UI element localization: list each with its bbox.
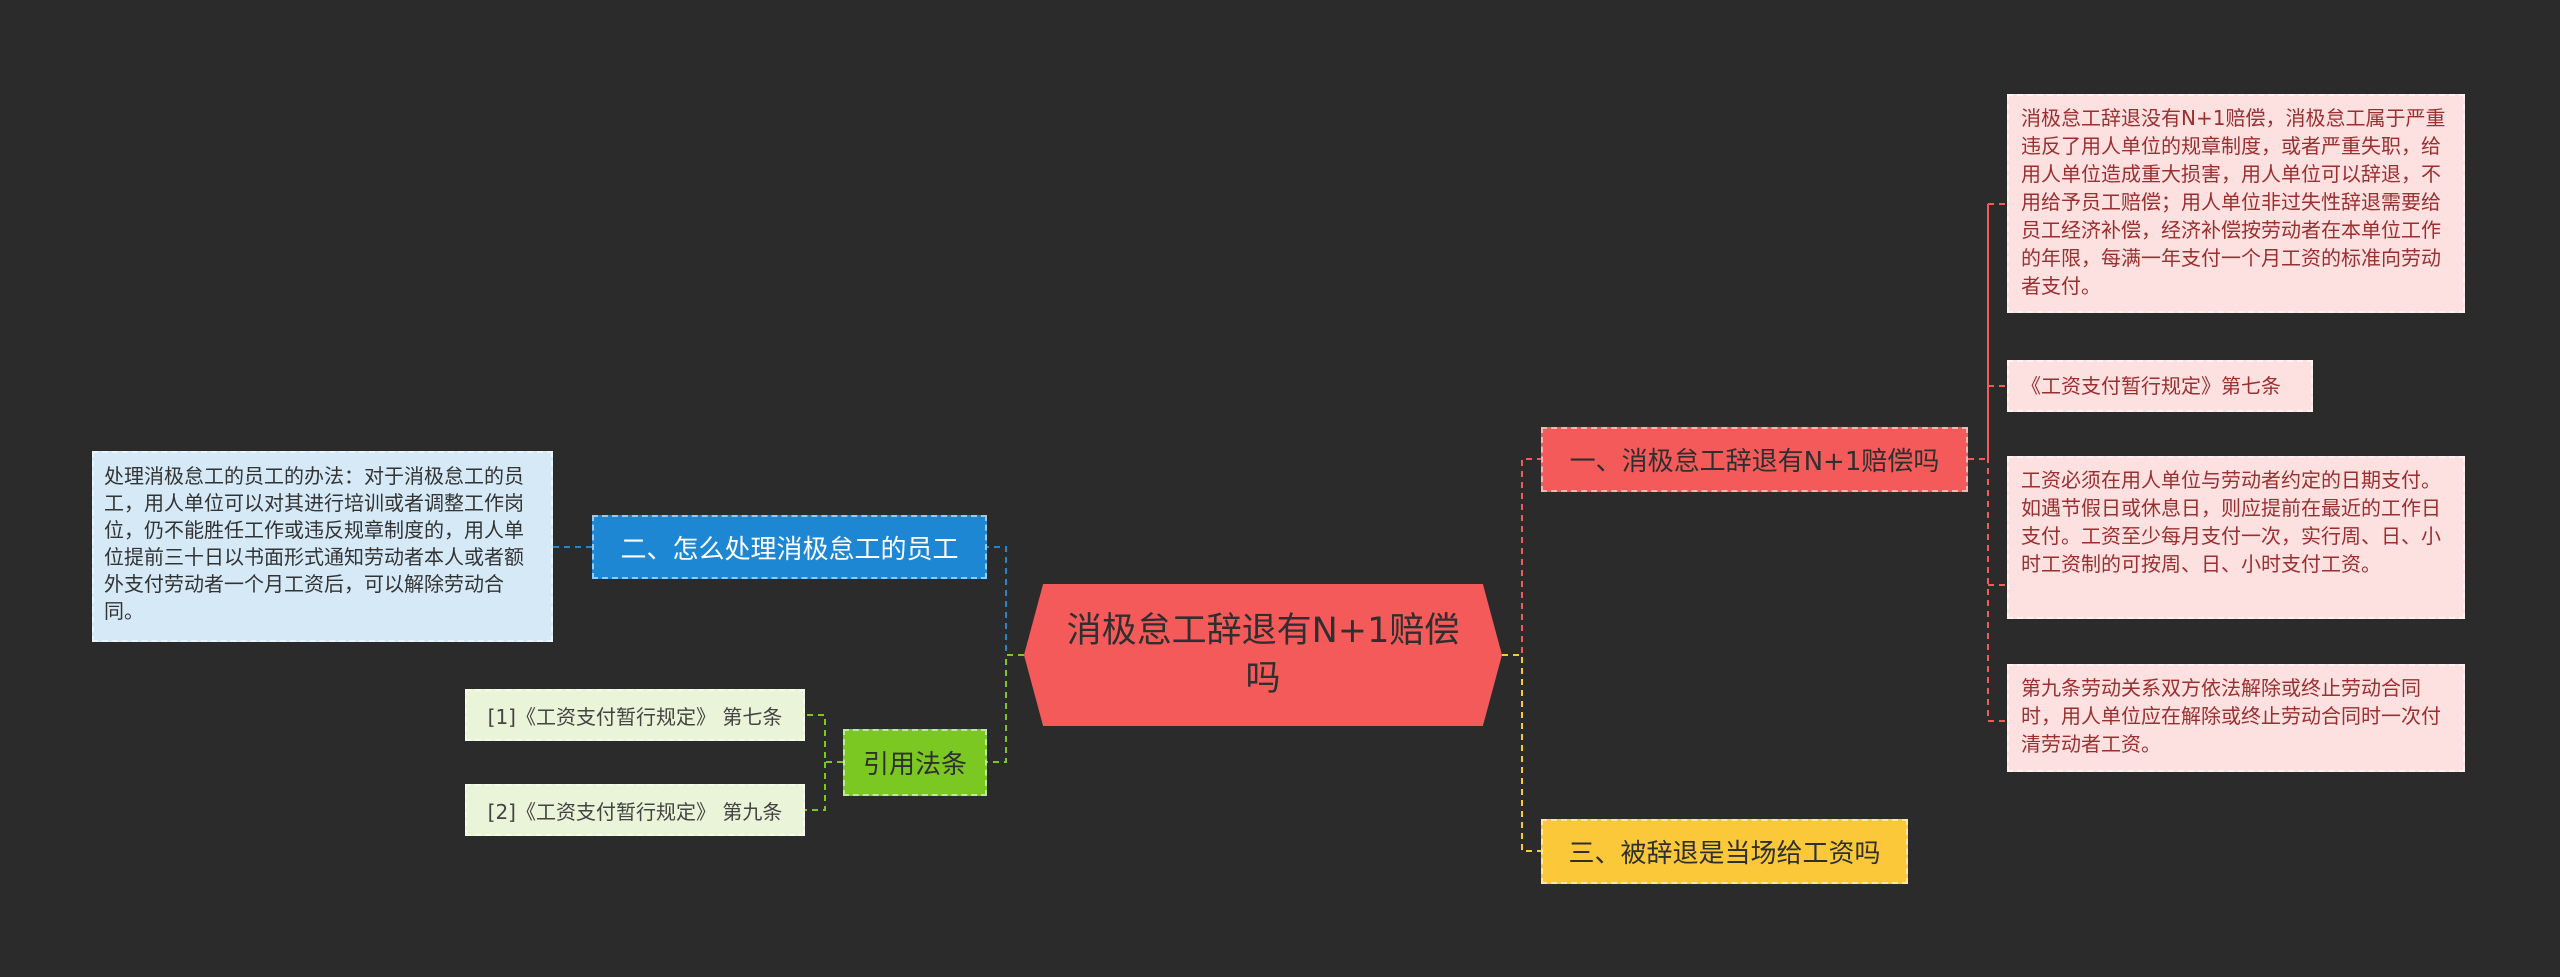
leaf-citation-1[interactable]: [1]《工资支付暂行规定》 第七条 xyxy=(465,689,805,741)
link-root-b2 xyxy=(987,546,1024,656)
link-root-b3 xyxy=(1502,654,1541,852)
root-topic-label: 消极怠工辞退有N+1赔偿吗 xyxy=(1066,611,1460,699)
leaf-handling-method[interactable]: 处理消极怠工的员工的办法：对于消极怠工的员工，用人单位可以对其进行培训或者调整工… xyxy=(92,451,553,642)
branch-label: 引用法条 xyxy=(862,750,967,780)
branch-cited-laws[interactable]: 引用法条 xyxy=(843,729,987,796)
branch-pay-on-dismissal[interactable]: 三、被辞退是当场给工资吗 xyxy=(1541,819,1908,884)
leaf-citation-2[interactable]: [2]《工资支付暂行规定》 第九条 xyxy=(465,784,805,836)
link-root-b4 xyxy=(987,654,1024,763)
leaf-text: 工资必须在用人单位与劳动者约定的日期支付。如遇节假日或休息日，则应提前在最近的工… xyxy=(2021,468,2441,576)
leaf-text: 第九条劳动关系双方依法解除或终止劳动合同时，用人单位应在解除或终止劳动合同时一次… xyxy=(2021,676,2441,756)
branch-label: 一、消极怠工辞退有N+1赔偿吗 xyxy=(1569,447,1940,477)
leaf-article9-content[interactable]: 第九条劳动关系双方依法解除或终止劳动合同时，用人单位应在解除或终止劳动合同时一次… xyxy=(2007,664,2465,772)
branch-label: 二、怎么处理消极怠工的员工 xyxy=(620,534,959,565)
leaf-text: 《工资支付暂行规定》第七条 xyxy=(2021,374,2281,398)
link-b1-leaves xyxy=(1968,203,2007,722)
leaf-article7-content[interactable]: 工资必须在用人单位与劳动者约定的日期支付。如遇节假日或休息日，则应提前在最近的工… xyxy=(2007,456,2465,619)
link-root-b1 xyxy=(1502,458,1541,656)
link-b4-leaves xyxy=(805,714,843,811)
branch-label: 三、被辞退是当场给工资吗 xyxy=(1568,839,1881,869)
leaf-text: 处理消极怠工的员工的办法：对于消极怠工的员工，用人单位可以对其进行培训或者调整工… xyxy=(104,464,524,623)
branch-n1-compensation[interactable]: 一、消极怠工辞退有N+1赔偿吗 xyxy=(1541,427,1968,492)
leaf-text: [1]《工资支付暂行规定》 第七条 xyxy=(487,704,783,729)
leaf-regulation-article7[interactable]: 《工资支付暂行规定》第七条 xyxy=(2007,360,2313,412)
leaf-text: 消极怠工辞退没有N+1赔偿，消极怠工属于严重违反了用人单位的规章制度，或者严重失… xyxy=(2021,106,2446,298)
leaf-n1-explanation[interactable]: 消极怠工辞退没有N+1赔偿，消极怠工属于严重违反了用人单位的规章制度，或者严重失… xyxy=(2007,94,2465,313)
leaf-text: [2]《工资支付暂行规定》 第九条 xyxy=(487,799,783,824)
root-topic[interactable]: 消极怠工辞退有N+1赔偿吗 xyxy=(1024,584,1502,726)
branch-handle-slack-employee[interactable]: 二、怎么处理消极怠工的员工 xyxy=(592,515,987,579)
